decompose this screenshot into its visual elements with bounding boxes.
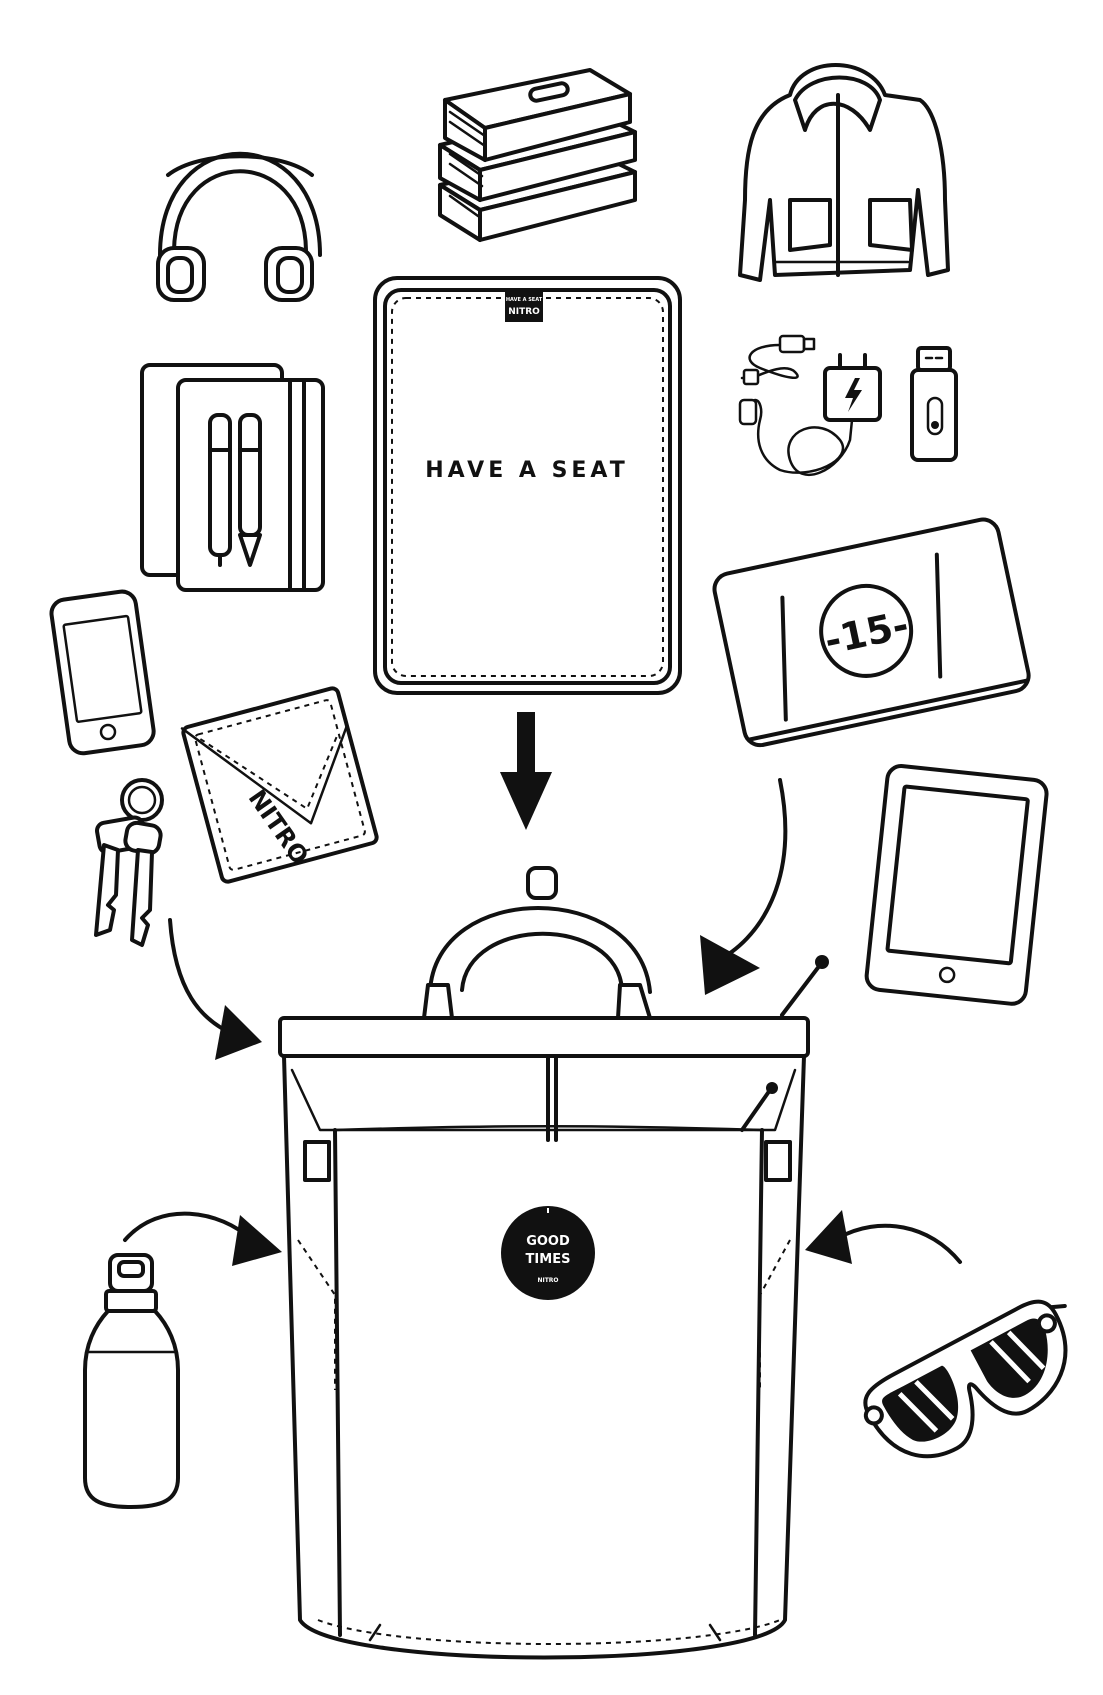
keys-icon xyxy=(94,778,164,947)
smartphone-icon xyxy=(49,589,156,756)
notebook-pens-icon xyxy=(140,363,325,592)
patch-line1: GOOD xyxy=(526,1234,570,1249)
seat-pad-tag-top: HAVE A SEAT xyxy=(506,297,543,303)
books-icon xyxy=(438,68,637,242)
tablet-icon xyxy=(864,764,1049,1006)
curved-arrow-sunglasses-icon xyxy=(805,1210,962,1264)
charger-cables-icon xyxy=(738,334,882,477)
usb-stick-icon xyxy=(910,346,958,462)
hoodie-icon xyxy=(738,63,950,282)
water-bottle-icon xyxy=(83,1253,180,1509)
backpack-icon: GOOD TIMES NITRO xyxy=(278,866,829,1660)
curved-arrow-bottle-icon xyxy=(123,1211,282,1266)
seat-pad-tag-brand: NITRO xyxy=(508,307,540,317)
headphones-icon xyxy=(156,151,322,302)
patch-brand: NITRO xyxy=(537,1277,558,1284)
wallet-icon: NITRO xyxy=(180,686,379,884)
patch-line2: TIMES xyxy=(526,1252,571,1267)
down-arrow-icon xyxy=(500,712,552,830)
seat-pad-label: HAVE A SEAT xyxy=(425,458,629,483)
seat-pad: HAVE A SEAT NITRO HAVE A SEAT xyxy=(373,276,682,695)
curved-arrow-left-icon xyxy=(168,918,262,1060)
sunglasses-icon xyxy=(863,1299,1068,1459)
laptop-icon: -15- xyxy=(712,517,1031,748)
curved-arrow-right-icon xyxy=(700,778,788,995)
